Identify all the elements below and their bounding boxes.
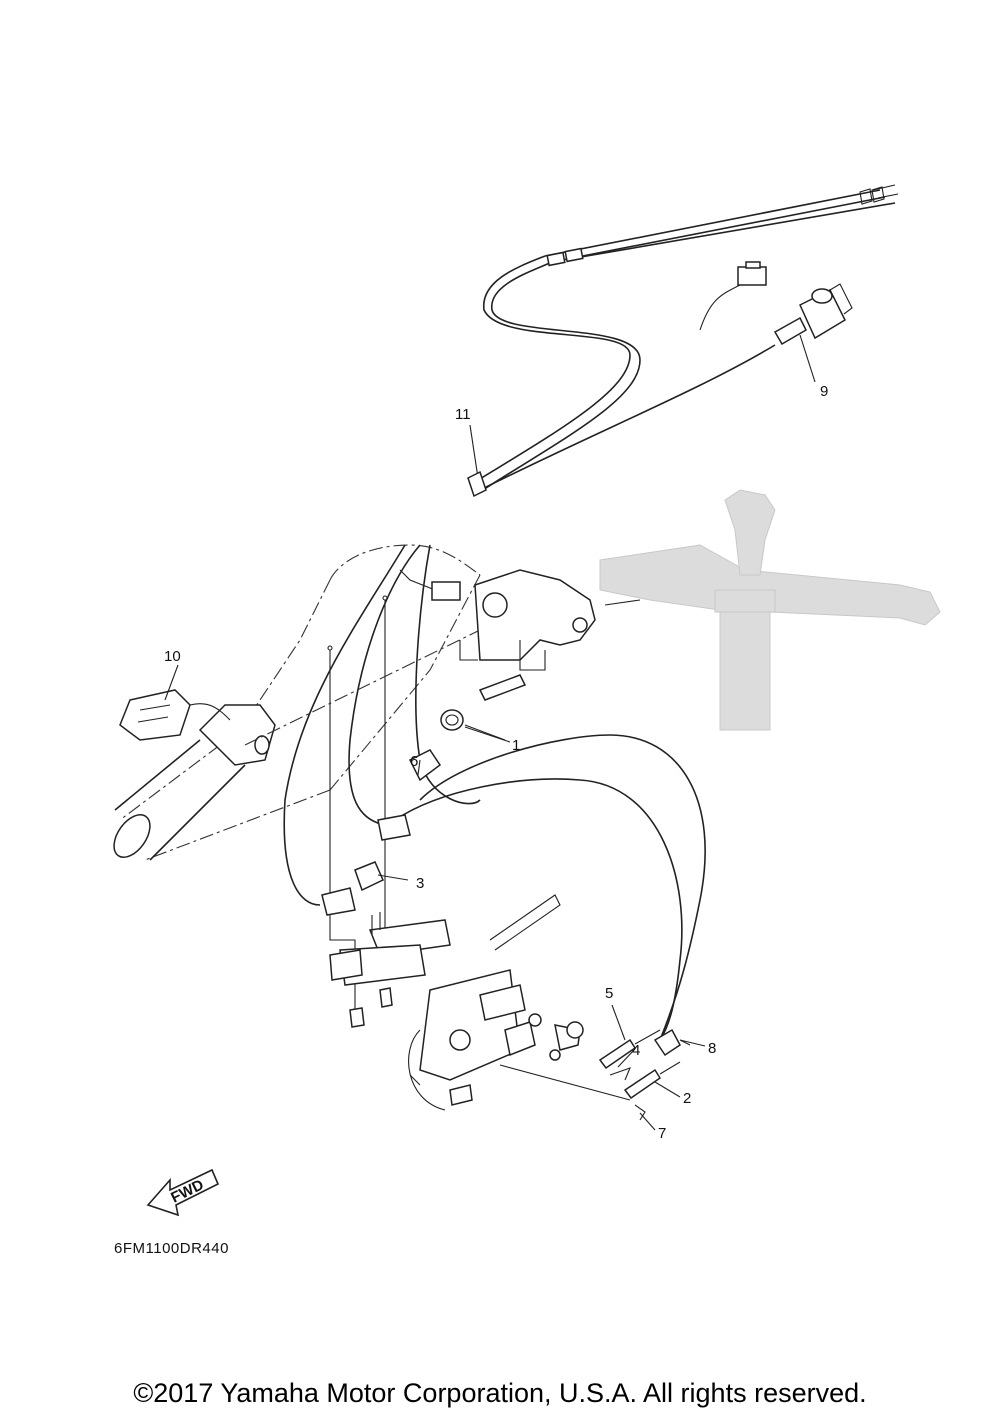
throttle-shift-cables — [469, 184, 899, 496]
cable-bracket — [459, 569, 641, 671]
leader-lines — [164, 334, 816, 1131]
part-4-clip — [609, 1067, 631, 1081]
cable-loop — [394, 734, 706, 1041]
mounting-plates — [329, 912, 451, 1028]
steering-bracket-ghost — [599, 489, 941, 731]
callout-1: 1 — [512, 737, 520, 754]
callout-8: 8 — [708, 1040, 716, 1057]
copyright-notice: ©2017 Yamaha Motor Corporation, U.S.A. A… — [133, 1378, 867, 1408]
callout-10: 10 — [164, 648, 181, 665]
callout-2: 2 — [683, 1090, 691, 1107]
part-2-cable-end — [623, 1061, 681, 1100]
callout-labels: 1 2 3 4 5 6 7 8 9 10 11 — [164, 383, 828, 1142]
callout-6: 6 — [410, 753, 418, 770]
callout-7: 7 — [658, 1125, 666, 1142]
callout-9: 9 — [820, 383, 828, 400]
callout-11: 11 — [455, 406, 471, 423]
part-1-nut — [440, 674, 527, 741]
wiring-harness — [479, 261, 853, 491]
part-10-switch — [119, 689, 231, 741]
inner-wires — [283, 544, 481, 906]
part-3-clamp — [321, 861, 384, 916]
part-7-clip — [634, 1104, 646, 1121]
diagram-code: 6FM1100DR440 — [114, 1240, 229, 1257]
part-6-clamp — [377, 749, 442, 841]
part-8-clamp — [653, 1028, 691, 1057]
part-5-cable-end — [598, 1029, 661, 1070]
callout-5: 5 — [605, 985, 613, 1002]
tiller-handle-outline — [113, 544, 481, 861]
fwd-arrow-icon: FWD — [146, 1168, 220, 1217]
control-unit-assembly — [408, 894, 631, 1111]
callout-4: 4 — [632, 1042, 640, 1059]
callout-3: 3 — [416, 875, 424, 892]
